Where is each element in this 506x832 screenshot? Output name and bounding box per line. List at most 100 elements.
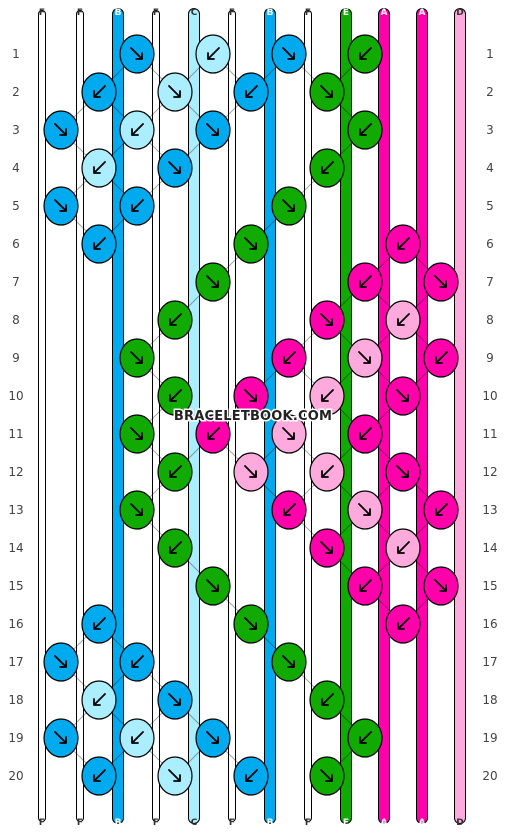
knot-arrow-icon bbox=[93, 617, 106, 630]
knot bbox=[233, 452, 269, 492]
knot-arrow-icon bbox=[397, 541, 410, 554]
knot bbox=[81, 72, 117, 112]
knot-arrow-icon bbox=[397, 237, 410, 250]
knot-arrow-icon bbox=[93, 85, 106, 98]
knot bbox=[43, 642, 79, 682]
row-number: 6 bbox=[486, 237, 494, 251]
row-number: 5 bbox=[486, 199, 494, 213]
knot-arrow-icon bbox=[93, 161, 106, 174]
row-number: 13 bbox=[8, 503, 23, 517]
knot-arrow-icon bbox=[54, 655, 67, 668]
knot bbox=[119, 490, 155, 530]
strand-label: A bbox=[381, 8, 388, 18]
strand-label: C bbox=[191, 8, 198, 18]
strand-label: F bbox=[229, 8, 235, 18]
knot bbox=[157, 72, 193, 112]
knot bbox=[309, 300, 345, 340]
knot-arrow-icon bbox=[131, 655, 144, 668]
strand-label: F bbox=[305, 818, 311, 828]
knot-arrow-icon bbox=[283, 503, 296, 516]
knot bbox=[423, 338, 459, 378]
strand-label: F bbox=[39, 818, 45, 828]
knot bbox=[347, 718, 383, 758]
row-number: 4 bbox=[486, 161, 494, 175]
knot bbox=[119, 110, 155, 150]
knot bbox=[195, 718, 231, 758]
knot-arrow-icon bbox=[131, 731, 144, 744]
knot bbox=[347, 110, 383, 150]
watermark-text: BRACELETBOOK.COM bbox=[174, 409, 332, 424]
strand-label: F bbox=[305, 8, 311, 18]
knot bbox=[309, 680, 345, 720]
knot bbox=[347, 566, 383, 606]
knot-arrow-icon bbox=[359, 123, 372, 136]
row-number: 11 bbox=[8, 427, 23, 441]
knot-arrow-icon bbox=[131, 199, 144, 212]
row-number: 8 bbox=[486, 313, 494, 327]
strand-label: F bbox=[77, 818, 83, 828]
knot-arrow-icon bbox=[244, 617, 257, 630]
row-number: 15 bbox=[482, 579, 497, 593]
strand-label: F bbox=[153, 818, 159, 828]
knot bbox=[119, 338, 155, 378]
row-number: 15 bbox=[8, 579, 23, 593]
knot-arrow-icon bbox=[282, 47, 295, 60]
knot-arrow-icon bbox=[244, 389, 257, 402]
knot-arrow-icon bbox=[168, 769, 181, 782]
knot-arrow-icon bbox=[320, 769, 333, 782]
knot-arrow-icon bbox=[359, 47, 372, 60]
row-number: 2 bbox=[486, 85, 494, 99]
knot-arrow-icon bbox=[207, 47, 220, 60]
strand-label: C bbox=[191, 818, 198, 828]
knot bbox=[423, 566, 459, 606]
knot bbox=[195, 414, 231, 454]
knot-arrow-icon bbox=[168, 161, 181, 174]
knot-arrow-icon bbox=[131, 123, 144, 136]
strand-label: B bbox=[115, 8, 122, 18]
knot bbox=[347, 490, 383, 530]
row-number: 9 bbox=[486, 351, 494, 365]
row-number: 13 bbox=[482, 503, 497, 517]
strand-label: F bbox=[153, 8, 159, 18]
knot bbox=[43, 186, 79, 226]
knot bbox=[195, 110, 231, 150]
knot-arrow-icon bbox=[321, 389, 334, 402]
knot-arrow-icon bbox=[321, 465, 334, 478]
knot bbox=[195, 262, 231, 302]
knot bbox=[157, 376, 193, 416]
knot-arrow-icon bbox=[130, 351, 143, 364]
row-number: 16 bbox=[8, 617, 23, 631]
knot bbox=[309, 528, 345, 568]
row-number: 19 bbox=[482, 731, 497, 745]
knot-arrow-icon bbox=[206, 579, 219, 592]
row-number: 19 bbox=[8, 731, 23, 745]
knot-arrow-icon bbox=[320, 85, 333, 98]
knot-arrow-icon bbox=[207, 427, 220, 440]
knot-arrow-icon bbox=[359, 731, 372, 744]
knot-arrow-icon bbox=[130, 503, 143, 516]
knot-arrow-icon bbox=[169, 313, 182, 326]
knot-arrow-icon bbox=[206, 275, 219, 288]
knot bbox=[385, 528, 421, 568]
row-number: 2 bbox=[12, 85, 20, 99]
strand-label: E bbox=[343, 8, 349, 18]
strand-label: F bbox=[77, 8, 83, 18]
knot bbox=[271, 414, 307, 454]
knot bbox=[385, 300, 421, 340]
knot-arrow-icon bbox=[169, 465, 182, 478]
knot-arrow-icon bbox=[93, 769, 106, 782]
knot bbox=[309, 452, 345, 492]
row-number: 18 bbox=[8, 693, 23, 707]
knot bbox=[309, 72, 345, 112]
knot-arrow-icon bbox=[359, 275, 372, 288]
strand-label: E bbox=[343, 818, 349, 828]
knot bbox=[81, 756, 117, 796]
knot bbox=[43, 718, 79, 758]
knot bbox=[385, 224, 421, 264]
knot-arrow-icon bbox=[130, 427, 143, 440]
knot bbox=[347, 338, 383, 378]
knot bbox=[157, 148, 193, 188]
